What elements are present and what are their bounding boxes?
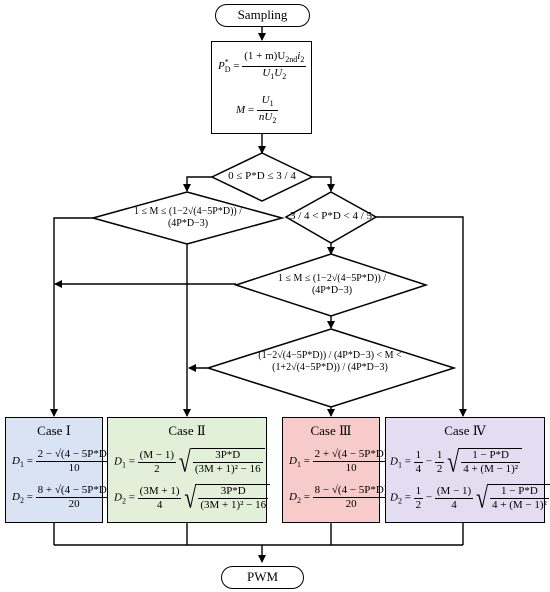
case-1-box: Case Ⅰ D1 = 2 − √(4 − 5P*D)10 D2 = 8 + √… bbox=[5, 417, 113, 523]
decision-d4-label: 1 ≤ M ≤ (1−2√(4−5P*D)) / (4P*D−3) bbox=[277, 273, 387, 296]
sampling-terminal: Sampling bbox=[215, 4, 310, 27]
m-formula: M = U1 nU2 bbox=[236, 94, 279, 126]
case-3-d2: D2 = 8 − √(4 − 5P*D)20 bbox=[289, 484, 390, 510]
pwm-label: PWM bbox=[246, 569, 279, 584]
compute-box: P*D = (1 + m)U2ndi2 U1U2 M = U1 nU2 bbox=[211, 41, 312, 134]
decision-d4 bbox=[233, 253, 429, 317]
decision-d3 bbox=[284, 191, 378, 244]
arrow-d2-to-case1 bbox=[50, 217, 93, 417]
case-2-d2: D2 = (3M + 1)4 √3P*D(3M + 1)² − 16 bbox=[114, 482, 271, 512]
arrow-d1-to-d2 bbox=[183, 176, 212, 192]
case-3-d1: D1 = 2 + √(4 − 5P*D)10 bbox=[289, 448, 390, 474]
case-1-title: Case Ⅰ bbox=[37, 423, 71, 438]
pwm-terminal: PWM bbox=[221, 566, 304, 589]
sampling-label: Sampling bbox=[237, 7, 288, 22]
case-1-d1: D1 = 2 − √(4 − 5P*D)10 bbox=[12, 448, 113, 474]
case-2-d1: D1 = (M − 1)2 √3P*D(3M + 1)² − 16 bbox=[114, 446, 265, 476]
decision-d2-label: 1 ≤ M ≤ (1−2√(4−5P*D)) / (4P*D−3) bbox=[133, 206, 243, 229]
case-4-title: Case Ⅳ bbox=[444, 423, 486, 438]
case-2-box: Case Ⅱ D1 = (M − 1)2 √3P*D(3M + 1)² − 16… bbox=[107, 417, 271, 523]
decision-d5-label: (1−2√(4−5P*D)) / (4P*D−3) < M < (1+2√(4−… bbox=[258, 350, 402, 373]
case-3-title: Case Ⅲ bbox=[310, 423, 352, 438]
arrow-d1-to-d3 bbox=[312, 176, 335, 192]
decision-d1 bbox=[210, 152, 314, 202]
arrow-d3-to-case4 bbox=[374, 216, 467, 417]
case-1-d2: D2 = 8 + √(4 − 5P*D)20 bbox=[12, 484, 113, 510]
decision-d3-label: 3 / 4 < P*D < 4 / 5 bbox=[289, 210, 373, 222]
case-2-title: Case Ⅱ bbox=[168, 423, 206, 438]
pd-formula: P*D = (1 + m)U2ndi2 U1U2 bbox=[218, 50, 307, 82]
decision-d2 bbox=[90, 191, 285, 245]
case-3-box: Case Ⅲ D1 = 2 + √(4 − 5P*D)10 D2 = 8 − √… bbox=[282, 417, 390, 523]
decision-d1-label: 0 ≤ P*D ≤ 3 / 4 bbox=[228, 170, 296, 182]
decision-d5 bbox=[205, 328, 457, 408]
